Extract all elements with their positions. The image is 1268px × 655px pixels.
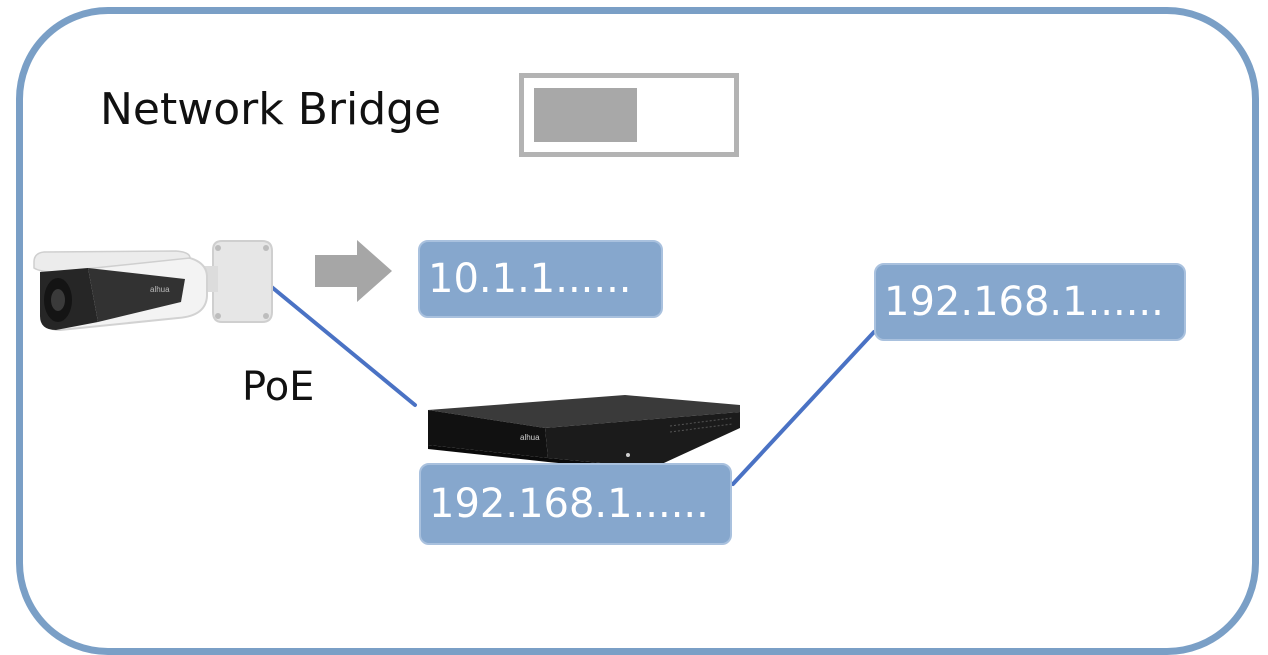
right-arrow-icon [315, 240, 392, 302]
bullet-camera-icon: alhua [33, 240, 273, 332]
remote-ip-address: 192.168.1...... [874, 263, 1186, 341]
camera-ip-address: 10.1.1...... [418, 240, 663, 318]
poe-link-line [266, 282, 417, 407]
nvr-ip-address: 192.168.1...... [419, 463, 732, 545]
toggle-knob[interactable] [534, 88, 637, 142]
svg-text:alhua: alhua [520, 433, 540, 442]
poe-label: PoE [242, 364, 315, 410]
network-bridge-toggle[interactable] [519, 73, 739, 157]
svg-text:alhua: alhua [150, 285, 170, 294]
nvr-recorder-icon: alhua [428, 395, 740, 472]
page-title: Network Bridge [100, 84, 442, 135]
remote-link-line [731, 330, 876, 486]
